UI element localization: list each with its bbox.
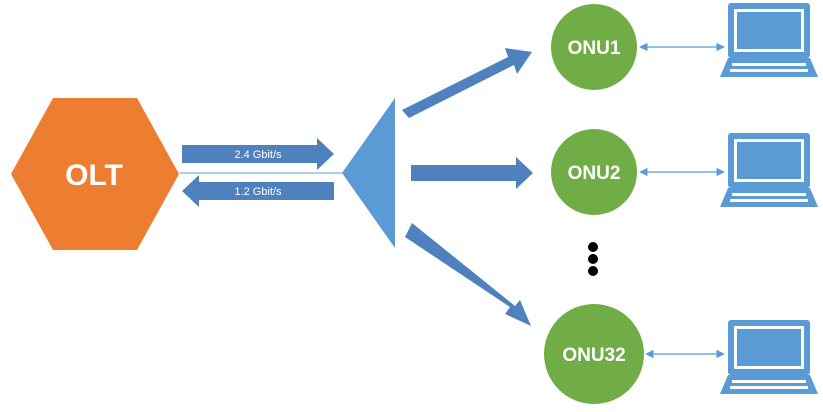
downstream-arrow: 2.4 Gbit/s <box>182 138 334 170</box>
branch-arrow-middle <box>411 157 533 189</box>
onu-node: ONU2 <box>551 129 637 215</box>
onu-label: ONU1 <box>568 38 621 59</box>
olt-hexagon <box>11 98 179 250</box>
olt-label: OLT <box>65 159 123 192</box>
onu-node: ONU1 <box>551 4 637 90</box>
onu-label: ONU2 <box>568 163 621 184</box>
onu-label: ONU32 <box>562 345 625 366</box>
branch-arrow-top <box>402 48 532 118</box>
upstream-rate-label: 1.2 Gbit/s <box>234 186 282 198</box>
laptop-icon <box>720 3 818 77</box>
upstream-arrow-shape <box>182 175 334 207</box>
splitter-triangle <box>342 98 395 248</box>
upstream-arrow: 1.2 Gbit/s <box>182 175 334 207</box>
onu-circle <box>551 4 637 90</box>
onu-circle <box>544 304 644 404</box>
laptop-icon <box>720 133 818 207</box>
laptop-icon <box>720 320 818 394</box>
branch-arrow-bottom <box>405 223 531 326</box>
downstream-rate-label: 2.4 Gbit/s <box>234 149 282 161</box>
ellipsis-dots-icon <box>588 242 598 276</box>
onu-circle <box>551 129 637 215</box>
downstream-arrow-shape <box>182 138 334 170</box>
onu-node: ONU32 <box>544 304 644 404</box>
olt-node: OLT <box>11 98 179 250</box>
